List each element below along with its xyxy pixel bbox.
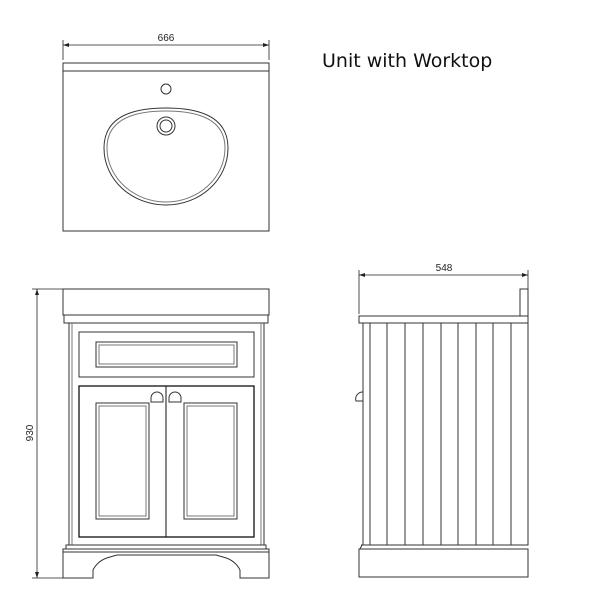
right-door-panel (183, 402, 238, 520)
panel-grooves (369, 323, 512, 545)
side-view: 548 (355, 263, 529, 578)
depth-dimension: 548 (358, 263, 529, 314)
height-label: 930 (25, 424, 36, 441)
plinth-side (358, 548, 529, 578)
upstand (519, 288, 529, 317)
width-label: 666 (158, 33, 175, 44)
left-door-panel (95, 402, 150, 520)
worktop-front (62, 288, 270, 316)
drawer-front (78, 331, 255, 378)
depth-label: 548 (436, 263, 453, 274)
width-dimension: 666 (62, 33, 270, 60)
worktop-side (358, 315, 529, 324)
height-dimension: 930 (25, 288, 63, 579)
overflow-hole (156, 116, 176, 136)
plinth (62, 548, 270, 579)
worktop-plan (62, 62, 270, 232)
side-panel (362, 322, 529, 546)
left-door-knob (150, 391, 164, 403)
front-view: 930 (25, 288, 270, 579)
tap-hole (160, 83, 172, 95)
right-door-knob (168, 391, 182, 403)
drawing-title: Unit with Worktop (322, 50, 492, 72)
side-knob (355, 391, 364, 402)
basin-outline (103, 107, 229, 206)
plan-view: 666 (62, 33, 270, 232)
